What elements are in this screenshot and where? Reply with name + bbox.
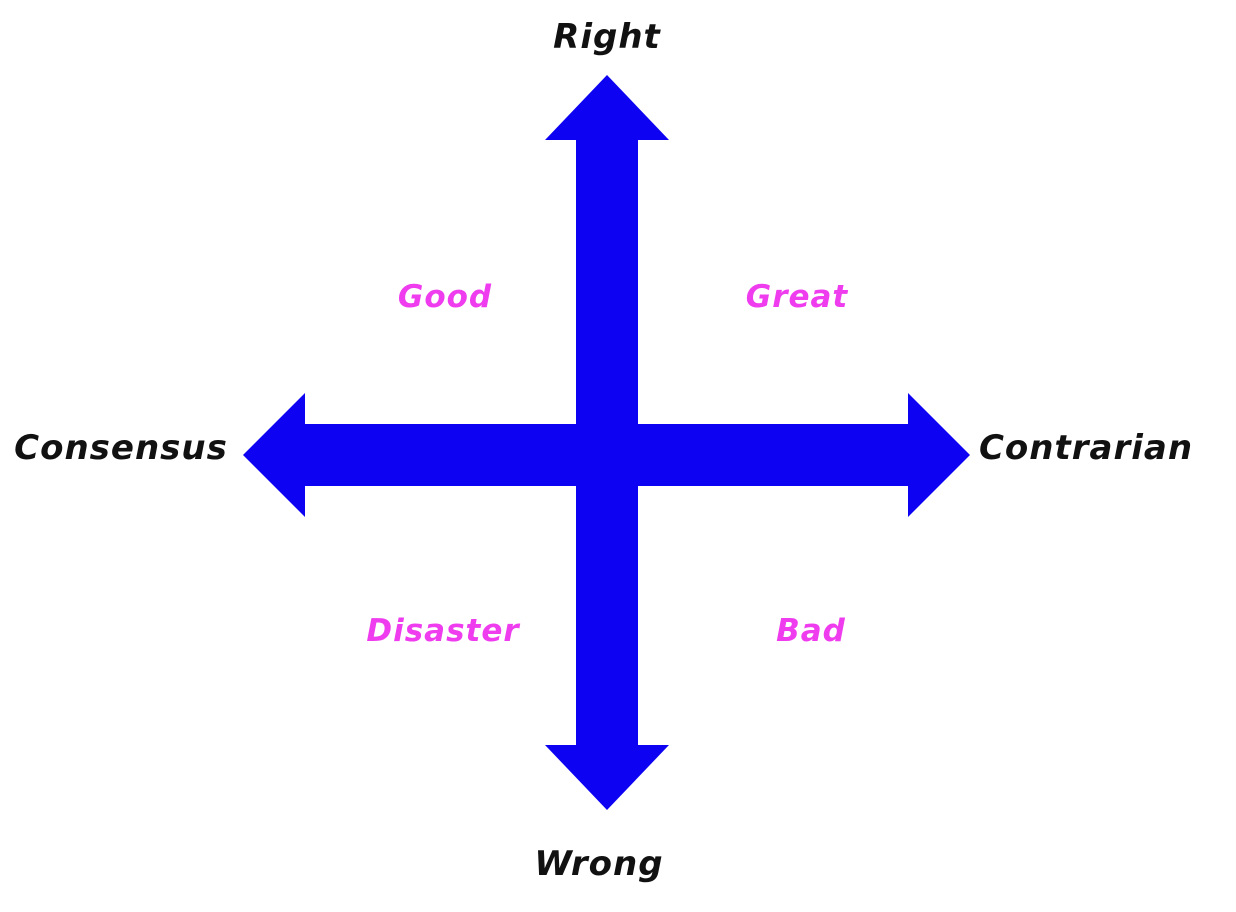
quadrant-label-great: Great (745, 279, 849, 315)
axis-label-right: Right (553, 17, 661, 57)
axis-label-wrong: Wrong (534, 844, 664, 884)
axis-label-consensus: Consensus (14, 428, 228, 468)
quadrant-label-bad: Bad (776, 613, 846, 649)
vertical-axis-arrow-icon (545, 75, 669, 810)
quadrant-label-disaster: Disaster (366, 613, 520, 649)
axis-label-contrarian: Contrarian (978, 428, 1194, 468)
quadrant-label-good: Good (397, 279, 493, 315)
